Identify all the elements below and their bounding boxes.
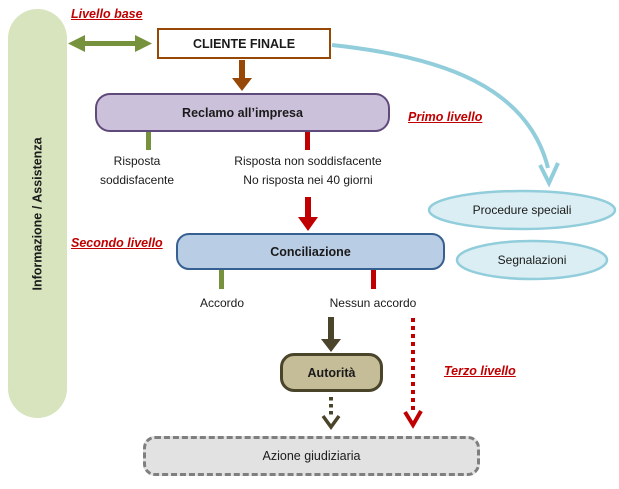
node-reclamo-impresa: Reclamo all’impresa: [95, 93, 390, 132]
dotted-arrow-nessun-accordo-to-azione: [403, 318, 423, 429]
double-arrow-informazione: [68, 35, 152, 52]
node-cliente-finale: CLIENTE FINALE: [157, 28, 331, 59]
tick-risposta-negativa: [305, 132, 310, 150]
label-primo-livello: Primo livello: [408, 110, 483, 124]
label-secondo-livello: Secondo livello: [71, 236, 163, 250]
text-accordo: Accordo: [199, 296, 245, 310]
label-terzo-livello: Terzo livello: [444, 364, 516, 378]
tick-nessun-accordo: [371, 270, 376, 289]
sidebar-informazione-assistenza: Informazione / Assistenza: [8, 9, 67, 418]
node-conciliazione: Conciliazione: [176, 233, 445, 270]
text-segnalazioni: Segnalazioni: [497, 253, 567, 267]
arrow-cliente-to-reclamo: [232, 60, 252, 91]
node-autorita: Autorità: [280, 353, 383, 392]
text-nessun-accordo: Nessun accordo: [329, 296, 417, 310]
tick-accordo: [219, 270, 224, 289]
node-azione-giudiziaria: Azione giudiziaria: [143, 436, 480, 476]
dotted-arrow-autorita-to-azione: [321, 397, 341, 430]
text-risposta-soddisfacente: Risposta soddisfacente: [99, 154, 175, 187]
label-livello-base: Livello base: [71, 7, 143, 21]
text-risposta-negativa: Risposta non soddisfacente No risposta n…: [234, 154, 382, 187]
text-procedure-speciali: Procedure speciali: [472, 203, 572, 217]
arrow-to-autorita: [321, 317, 341, 352]
arrow-to-conciliazione: [298, 197, 318, 231]
sidebar-label: Informazione / Assistenza: [30, 136, 45, 291]
tick-risposta-soddisfacente: [146, 132, 151, 150]
